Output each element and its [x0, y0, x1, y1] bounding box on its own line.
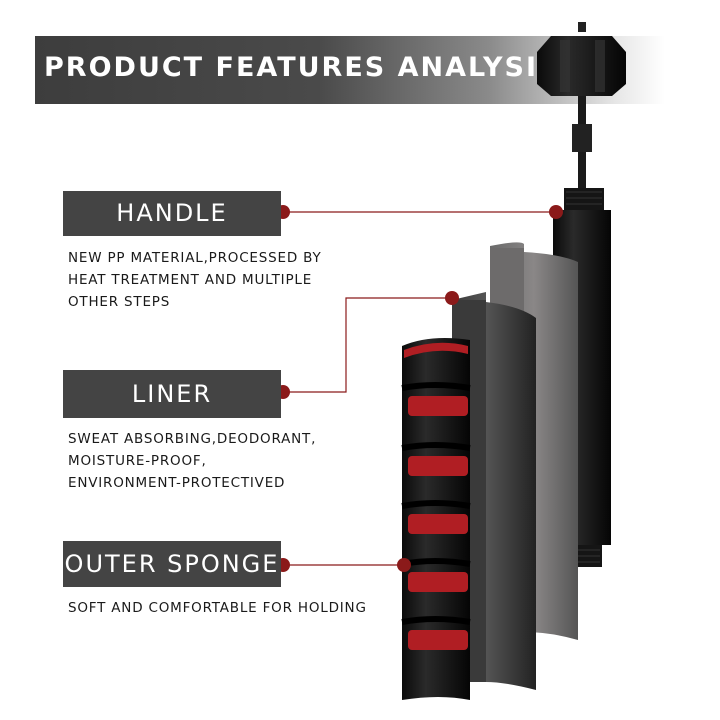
feature-description-liner: SWEAT ABSORBING,DEODORANT, MOISTURE-PROO… — [68, 431, 317, 491]
page-title: PRODUCT FEATURES ANALYSIS — [44, 52, 560, 83]
feature-description-handle: NEW PP MATERIAL,PROCESSED BY HEAT TREATM… — [68, 250, 322, 310]
callout-handle — [276, 205, 563, 219]
handle-knob — [537, 22, 626, 188]
feature-label-liner: LINER — [63, 370, 281, 418]
callout-outer-sponge — [276, 558, 411, 572]
outer-sponge — [401, 338, 471, 700]
feature-description-outer-sponge: SOFT AND COMFORTABLE FOR HOLDING — [68, 600, 367, 616]
feature-label-handle: HANDLE — [63, 191, 281, 236]
feature-label-outer-sponge: OUTER SPONGE — [63, 541, 281, 587]
